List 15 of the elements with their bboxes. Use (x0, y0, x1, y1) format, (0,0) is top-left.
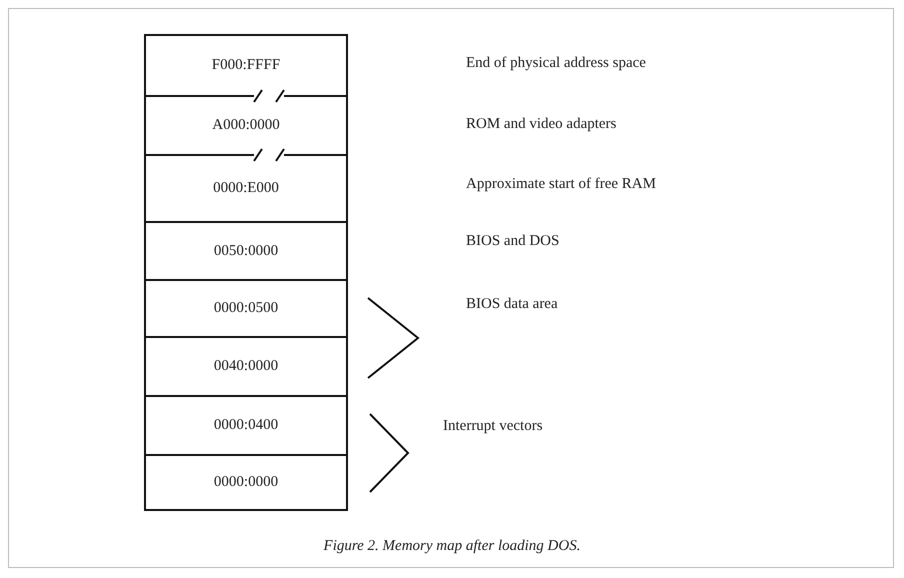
region-label: Approximate start of free RAM (466, 176, 656, 193)
region-label: Interrupt vectors (443, 418, 543, 435)
region-label: BIOS and DOS (466, 233, 560, 250)
region-label: End of physical address space (466, 55, 646, 72)
figure-caption: Figure 2. Memory map after loading DOS. (322, 538, 582, 555)
address-text: 0000:E000 (213, 180, 279, 197)
address-text: 0000:0000 (214, 474, 278, 491)
region-label: BIOS data area (466, 296, 558, 313)
address-text: F000:FFFF (212, 57, 280, 74)
address-text: A000:0000 (212, 117, 280, 134)
region-label: ROM and video adapters (466, 116, 616, 133)
address-text: 0000:0400 (214, 417, 278, 434)
address-text: 0040:0000 (214, 358, 278, 375)
address-text: 0050:0000 (214, 242, 278, 260)
address-text: 0000:0500 (214, 300, 278, 317)
